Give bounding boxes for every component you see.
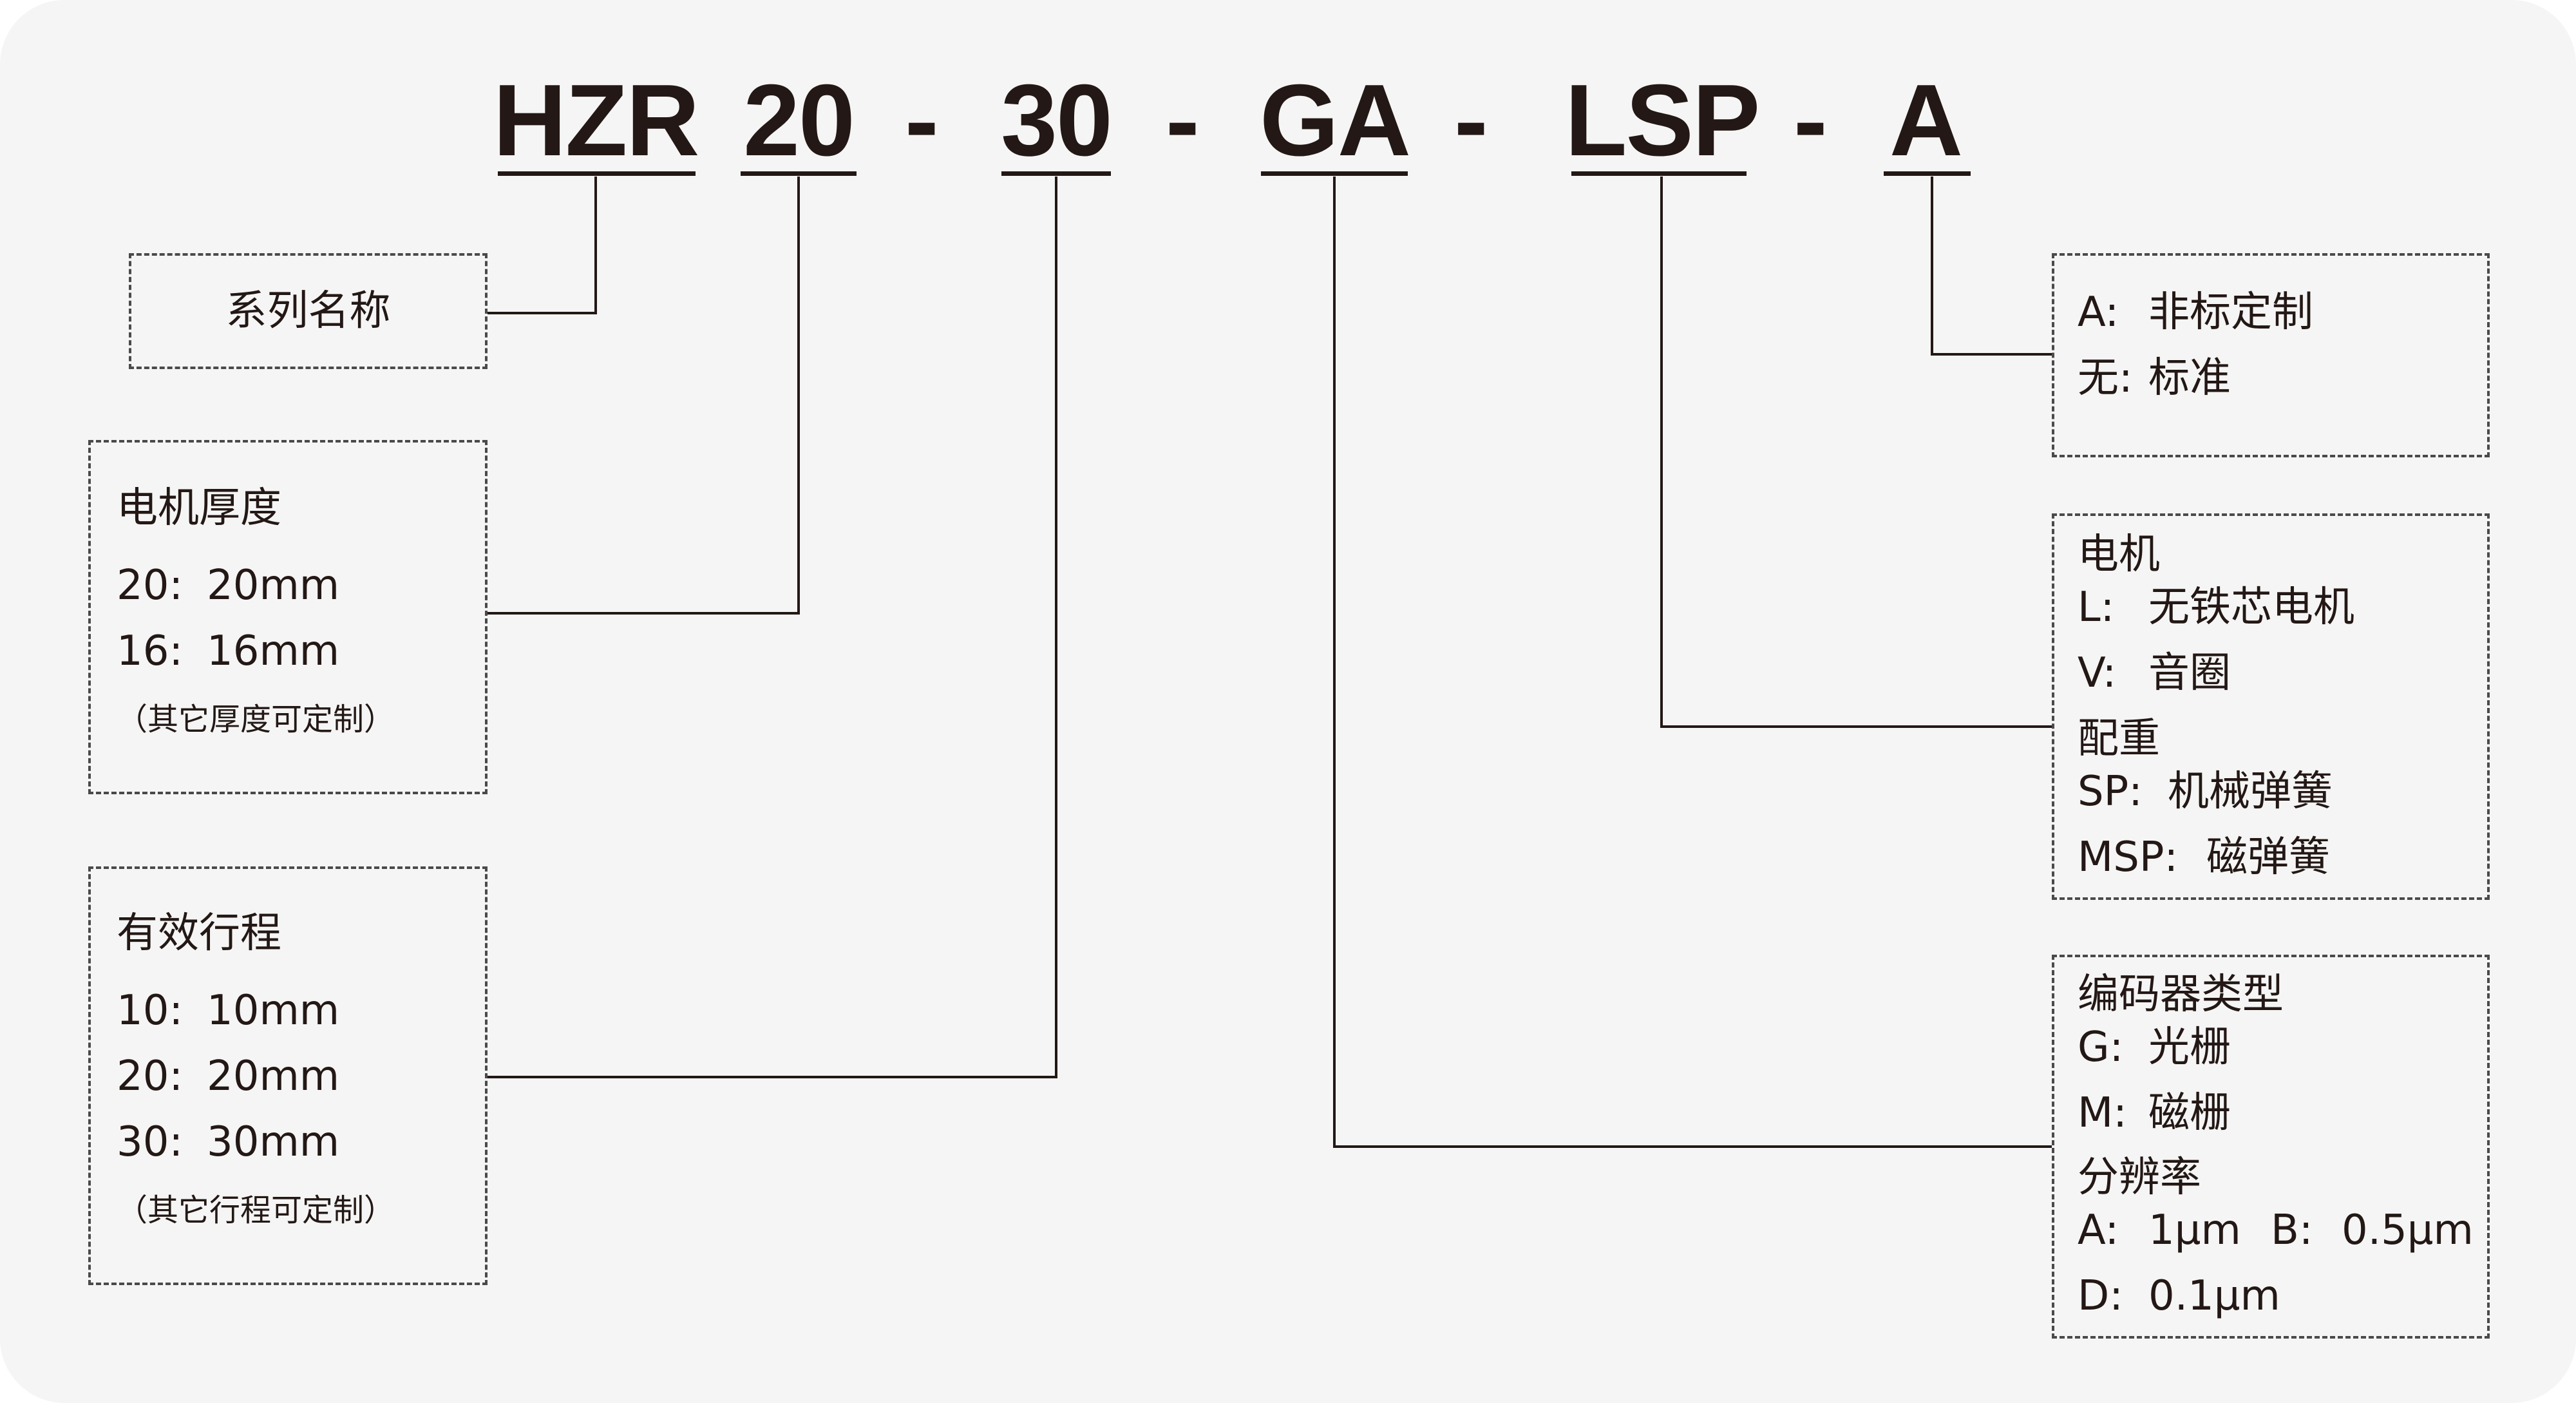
encoder-box: 编码器类型 G: 光栅 M: 磁栅 分辨率 A: 1μm B: 0.5μm D: 0.1μm	[2052, 955, 2490, 1339]
stroke-row: 10: 10mm	[117, 985, 339, 1036]
motor-row-key: L:	[2078, 584, 2115, 631]
connector-series	[488, 177, 597, 314]
stroke-note: （其它行程可定制）	[117, 1192, 395, 1228]
encoder-row: G: 光栅	[2078, 1022, 2231, 1073]
stroke-row-key: 20:	[117, 1053, 183, 1100]
thickness-title: 电机厚度	[117, 484, 281, 532]
counterweight-row-value: 磁弹簧	[2206, 834, 2330, 881]
encoder-row: M: 磁栅	[2078, 1087, 2231, 1139]
resolution-row-key: A:	[2078, 1207, 2119, 1254]
code-separator-1: -	[905, 64, 939, 177]
thickness-box: 电机厚度 20: 20mm 16: 16mm （其它厚度可定制）	[88, 440, 488, 794]
counterweight-row-key: SP:	[2078, 768, 2143, 816]
motor-row: V: 音圈	[2078, 647, 2231, 699]
stroke-row-key: 10:	[117, 987, 183, 1035]
stroke-row-value: 30mm	[207, 1118, 340, 1166]
resolution-row-value: 0.5μm	[2342, 1207, 2474, 1254]
custom-row-key: A:	[2078, 289, 2119, 336]
thickness-row: 16: 16mm	[117, 625, 339, 677]
counterweight-row: SP: 机械弹簧	[2078, 766, 2333, 817]
counterweight-title: 配重	[2078, 715, 2160, 763]
encoder-title: 编码器类型	[2078, 971, 2284, 1018]
encoder-row-value: 磁栅	[2148, 1089, 2231, 1137]
custom-row-value: 标准	[2148, 354, 2231, 402]
thickness-note: （其它厚度可定制）	[117, 702, 395, 738]
motor-box: 电机 L: 无铁芯电机 V: 音圈 配重 SP: 机械弹簧 MSP: 磁弹簧	[2052, 513, 2490, 900]
encoder-row-value: 光栅	[2148, 1024, 2231, 1071]
stroke-box: 有效行程 10: 10mm 20: 20mm 30: 30mm （其它行程可定制）	[88, 866, 488, 1285]
custom-row: 无: 标准	[2078, 352, 2231, 404]
counterweight-row-key: MSP:	[2078, 834, 2178, 881]
code-separator-2: -	[1166, 64, 1200, 177]
motor-row-key: V:	[2078, 649, 2117, 697]
counterweight-row-value: 机械弹簧	[2168, 768, 2333, 816]
motor-row: L: 无铁芯电机	[2078, 582, 2354, 633]
code-separator-3: -	[1454, 64, 1488, 177]
custom-box: A: 非标定制 无: 标准	[2052, 253, 2490, 457]
connector-stroke	[488, 177, 1057, 1078]
stroke-row: 30: 30mm	[117, 1116, 339, 1168]
resolution-row-key: B:	[2271, 1207, 2313, 1254]
thickness-row: 20: 20mm	[117, 560, 339, 611]
custom-row: A: 非标定制	[2078, 287, 2313, 338]
motor-row-value: 无铁芯电机	[2148, 584, 2354, 631]
connector-motor	[1660, 177, 2052, 728]
motor-title: 电机	[2078, 531, 2160, 578]
code-part-encoder: GA	[1260, 64, 1411, 177]
code-part-thickness: 20	[743, 64, 855, 177]
stroke-row-key: 30:	[117, 1118, 183, 1166]
thickness-row-key: 20:	[117, 562, 183, 609]
connector-custom	[1931, 177, 2052, 356]
stroke-title: 有效行程	[117, 910, 281, 957]
custom-row-value: 非标定制	[2148, 289, 2313, 336]
stroke-row-value: 10mm	[207, 987, 340, 1035]
motor-row-value: 音圈	[2148, 649, 2231, 697]
code-part-custom: A	[1889, 64, 1963, 177]
resolution-row: A: 1μm B: 0.5μm	[2078, 1205, 2474, 1256]
underline-motor	[1571, 171, 1747, 176]
resolution-title: 分辨率	[2078, 1154, 2201, 1201]
resolution-row-value: 1μm	[2148, 1207, 2241, 1254]
counterweight-row: MSP: 磁弹簧	[2078, 832, 2330, 883]
underline-custom	[1884, 171, 1971, 176]
thickness-row-key: 16:	[117, 627, 183, 675]
thickness-row-value: 20mm	[207, 562, 340, 609]
connector-thickness	[488, 177, 800, 615]
code-part-stroke: 30	[1001, 64, 1113, 177]
underline-stroke	[1001, 171, 1111, 176]
code-part-series: HZR	[493, 64, 700, 177]
resolution-row: D: 0.1μm	[2078, 1270, 2280, 1322]
code-part-motor: LSP	[1565, 64, 1760, 177]
series-box: 系列名称	[129, 253, 488, 369]
series-title: 系列名称	[225, 287, 391, 335]
thickness-row-value: 16mm	[207, 627, 340, 675]
resolution-row-key: D:	[2078, 1272, 2123, 1320]
encoder-row-key: G:	[2078, 1024, 2124, 1071]
stroke-row: 20: 20mm	[117, 1051, 339, 1102]
underline-thickness	[741, 171, 857, 176]
underline-series	[498, 171, 696, 176]
resolution-row-value: 0.1μm	[2148, 1272, 2280, 1320]
stroke-row-value: 20mm	[207, 1053, 340, 1100]
connector-encoder	[1333, 177, 2052, 1148]
code-separator-4: -	[1794, 64, 1828, 177]
custom-row-key: 无:	[2078, 354, 2133, 402]
encoder-row-key: M:	[2078, 1089, 2127, 1137]
underline-encoder	[1261, 171, 1408, 176]
